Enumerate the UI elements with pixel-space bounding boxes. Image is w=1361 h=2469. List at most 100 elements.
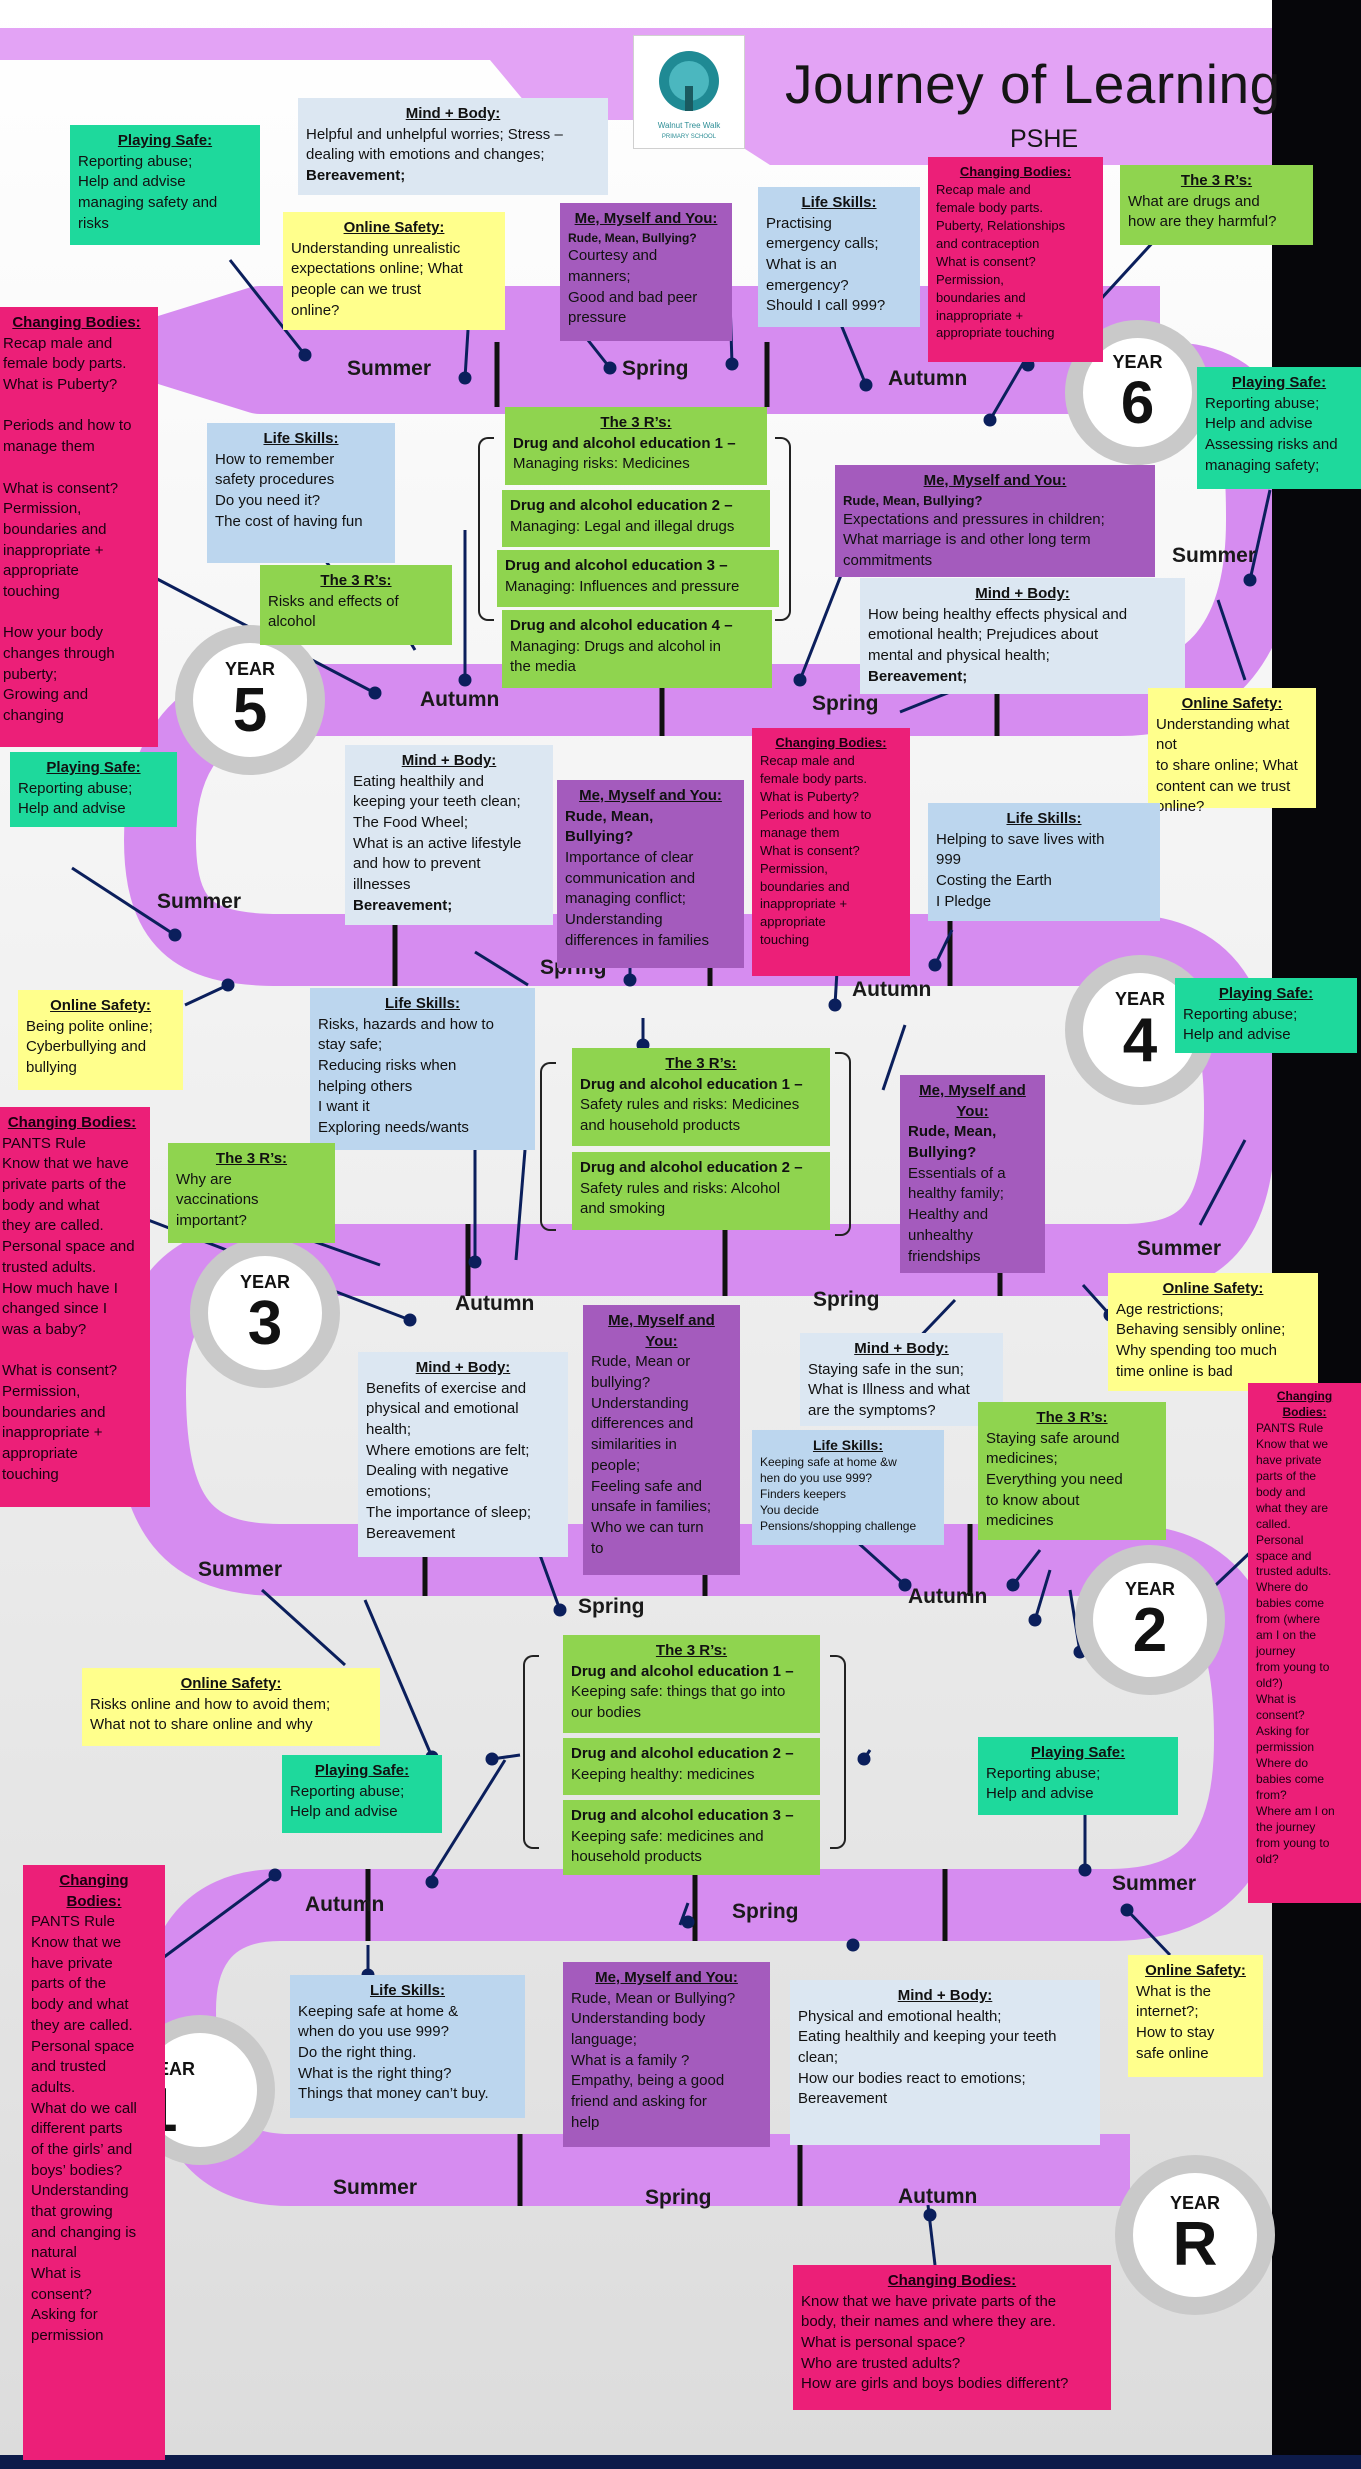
box-title: Me, Myself and You: <box>574 210 718 227</box>
box-body: Physical and emotional health; Eating he… <box>798 2007 1057 2108</box>
box-title: Playing Safe: <box>1231 374 1327 391</box>
label-y6-summer-2: Summer <box>1172 544 1257 567</box>
box-title: Playing Safe: <box>46 759 141 776</box>
year-4-word: YEAR <box>1114 989 1165 1009</box>
year-3-word: YEAR <box>239 1272 290 1292</box>
y6-online-safety: Online Safety: Understanding unrealistic… <box>283 212 505 330</box>
year-r-badge: YEAR R <box>1115 2155 1275 2315</box>
y3-online-safety: Online Safety: Age restrictions; Behavin… <box>1108 1273 1318 1391</box>
box-title: Changing Bodies: <box>12 314 141 331</box>
box-body: Benefits of exercise and physical and em… <box>366 1379 532 1542</box>
y6-me-myself-you: Me, Myself and You: Rude, Mean, Bullying… <box>560 203 732 341</box>
year-6-number: 6 <box>1120 369 1155 436</box>
box-title: Changing Bodies: <box>1276 1389 1333 1419</box>
box-body: Being polite online; Cyberbullying and b… <box>26 1017 153 1077</box>
label-y2-summer: Summer <box>198 1558 283 1581</box>
label-y6-summer: Summer <box>347 357 432 380</box>
box-title: Mind + Body: <box>897 1987 993 2004</box>
y3-mind-body: Mind + Body: Benefits of exercise and ph… <box>358 1352 568 1557</box>
label-y3-autumn: Autumn <box>455 1292 535 1315</box>
box-title: Me, Myself and You: <box>595 1969 738 1986</box>
box-body: Safety rules and risks: Medicines and ho… <box>580 1096 800 1135</box>
box-body: How being healthy effects physical and e… <box>868 605 1128 665</box>
box-body: Age restrictions; Behaving sensibly onli… <box>1116 1300 1286 1380</box>
box-body: Reporting abuse; Help and advise <box>290 1782 405 1821</box>
y4-changing-bodies: Changing Bodies: PANTS Rule Know that we… <box>0 1107 150 1507</box>
box-title: Online Safety: <box>1181 695 1283 712</box>
page-subtitle: PSHE <box>1010 125 1079 153</box>
y1-online-safety: Online Safety: What is the internet?; Ho… <box>1128 1955 1263 2077</box>
label-y1-autumn: Autumn <box>305 1893 385 1916</box>
y4-playing-safe: Playing Safe: Reporting abuse; Help and … <box>1175 978 1357 1053</box>
box-body: PANTS Rule Know that we have private par… <box>2 1134 135 1483</box>
box-body: Safety rules and risks: Alcohol and smok… <box>580 1179 781 1218</box>
box-body: Risks online and how to avoid them; What… <box>90 1695 331 1734</box>
box-title: The 3 R’s: <box>1036 1409 1108 1426</box>
y5-changing-bodies: Changing Bodies: Recap male and female b… <box>0 307 158 747</box>
year-5-badge: YEAR 5 <box>175 625 325 775</box>
box-body: Staying safe in the sun; What is Illness… <box>808 1360 970 1420</box>
box-body: Reporting abuse; Help and advise <box>18 779 133 818</box>
year-r-number: R <box>1172 2210 1218 2279</box>
box-bold: Drug and alcohol education 2 – <box>510 497 733 514</box>
box-bold: Drug and alcohol education 1 – <box>580 1075 803 1093</box>
box-body: Recap male and female body parts. What i… <box>760 752 872 948</box>
box-bold: Rude, Mean, Bullying? <box>843 492 983 508</box>
box-body: How to remember safety procedures Do you… <box>215 450 363 530</box>
box-body: Practising emergency calls; What is an e… <box>766 214 886 315</box>
y2-changing-bodies: Changing Bodies: PANTS Rule Know that we… <box>1248 1383 1361 1903</box>
year-4-number: 4 <box>1122 1006 1158 1075</box>
brace-y6-right <box>775 437 791 621</box>
svg-text:Walnut Tree Walk: Walnut Tree Walk <box>658 121 722 130</box>
box-body: Managing: Influences and pressure <box>505 577 740 595</box>
box-title: Changing Bodies: <box>887 2272 1017 2289</box>
label-y5-autumn: Autumn <box>420 688 500 711</box>
label-yr-summer: Summer <box>333 2176 418 2199</box>
walnut-tree-logo-icon: Walnut Tree Walk PRIMARY SCHOOL <box>658 51 722 140</box>
box-body: Keeping safe: things that go into our bo… <box>571 1683 786 1722</box>
label-y6-autumn: Autumn <box>888 367 968 390</box>
box-title: Online Safety: <box>343 219 445 236</box>
y5-life-skills: Life Skills: How to remember safety proc… <box>207 423 395 563</box>
y1-mind-body: Mind + Body: Physical and emotional heal… <box>790 1980 1100 2145</box>
y6-drug-3: Drug and alcohol education 3 – Managing:… <box>497 550 779 607</box>
box-title: Online Safety: <box>180 1675 282 1692</box>
box-title: The 3 R’s: <box>655 1642 728 1659</box>
box-title: Mind + Body: <box>415 1359 511 1376</box>
box-title: Life Skills: <box>384 995 461 1012</box>
box-body: Why are vaccinations important? <box>176 1170 259 1230</box>
y1-me-myself-you: Me, Myself and You: Rude, Mean or Bullyi… <box>563 1962 770 2147</box>
y5-mind-body: Mind + Body: Eating healthily and keepin… <box>345 745 553 925</box>
box-title: Mind + Body: <box>401 752 497 769</box>
box-body: Essentials of a healthy family; Healthy … <box>908 1164 1006 1265</box>
page-title: Journey of Learning <box>785 53 1281 115</box>
box-title: Playing Safe: <box>117 132 213 149</box>
year-r-word: YEAR <box>1169 2193 1220 2213</box>
box-bold: Drug and alcohol education 2 – <box>580 1159 803 1176</box>
box-body: PANTS Rule Know that we have private par… <box>1256 1420 1335 1866</box>
box-title: Changing Bodies: <box>775 735 887 750</box>
box-title: Mind + Body: <box>405 105 501 122</box>
year-6-word: YEAR <box>1112 352 1163 372</box>
box-body: Helping to save lives with 999 Costing t… <box>936 830 1105 910</box>
box-bold: Rude, Mean, Bullying? <box>565 807 654 846</box>
box-body: Keeping safe at home & when do you use 9… <box>298 2002 489 2103</box>
box-bold: Drug and alcohol education 2 – <box>571 1745 794 1762</box>
label-yr-autumn: Autumn <box>898 2185 978 2208</box>
label-y4-summer: Summer <box>1137 1237 1222 1260</box>
box-body: Reporting abuse; Help and advise Assessi… <box>1205 394 1338 474</box>
y2-playing-safe-right: Playing Safe: Reporting abuse; Help and … <box>978 1737 1178 1815</box>
label-y2-spring: Spring <box>578 1595 645 1618</box>
y3-three-rs: The 3 R’s: Why are vaccinations importan… <box>168 1143 335 1243</box>
y6-me-myself-you-2: Me, Myself and You: Rude, Mean, Bullying… <box>835 465 1155 577</box>
y2-mind-body: Mind + Body: Staying safe in the sun; Wh… <box>800 1333 1003 1426</box>
brace-y2-right <box>830 1655 846 1849</box>
box-body: Risks, hazards and how to stay safe; Red… <box>318 1015 494 1137</box>
box-title: Mind + Body: <box>854 1340 949 1357</box>
label-y5-spring: Spring <box>812 692 879 715</box>
box-title: Life Skills: <box>812 1437 884 1453</box>
box-body: Risks and effects of alcohol <box>268 592 399 631</box>
y6-three-rs: The 3 R’s: What are drugs and how are th… <box>1120 165 1313 245</box>
label-y6-spring: Spring <box>622 357 689 380</box>
box-body: Importance of clear communication and ma… <box>565 849 709 949</box>
